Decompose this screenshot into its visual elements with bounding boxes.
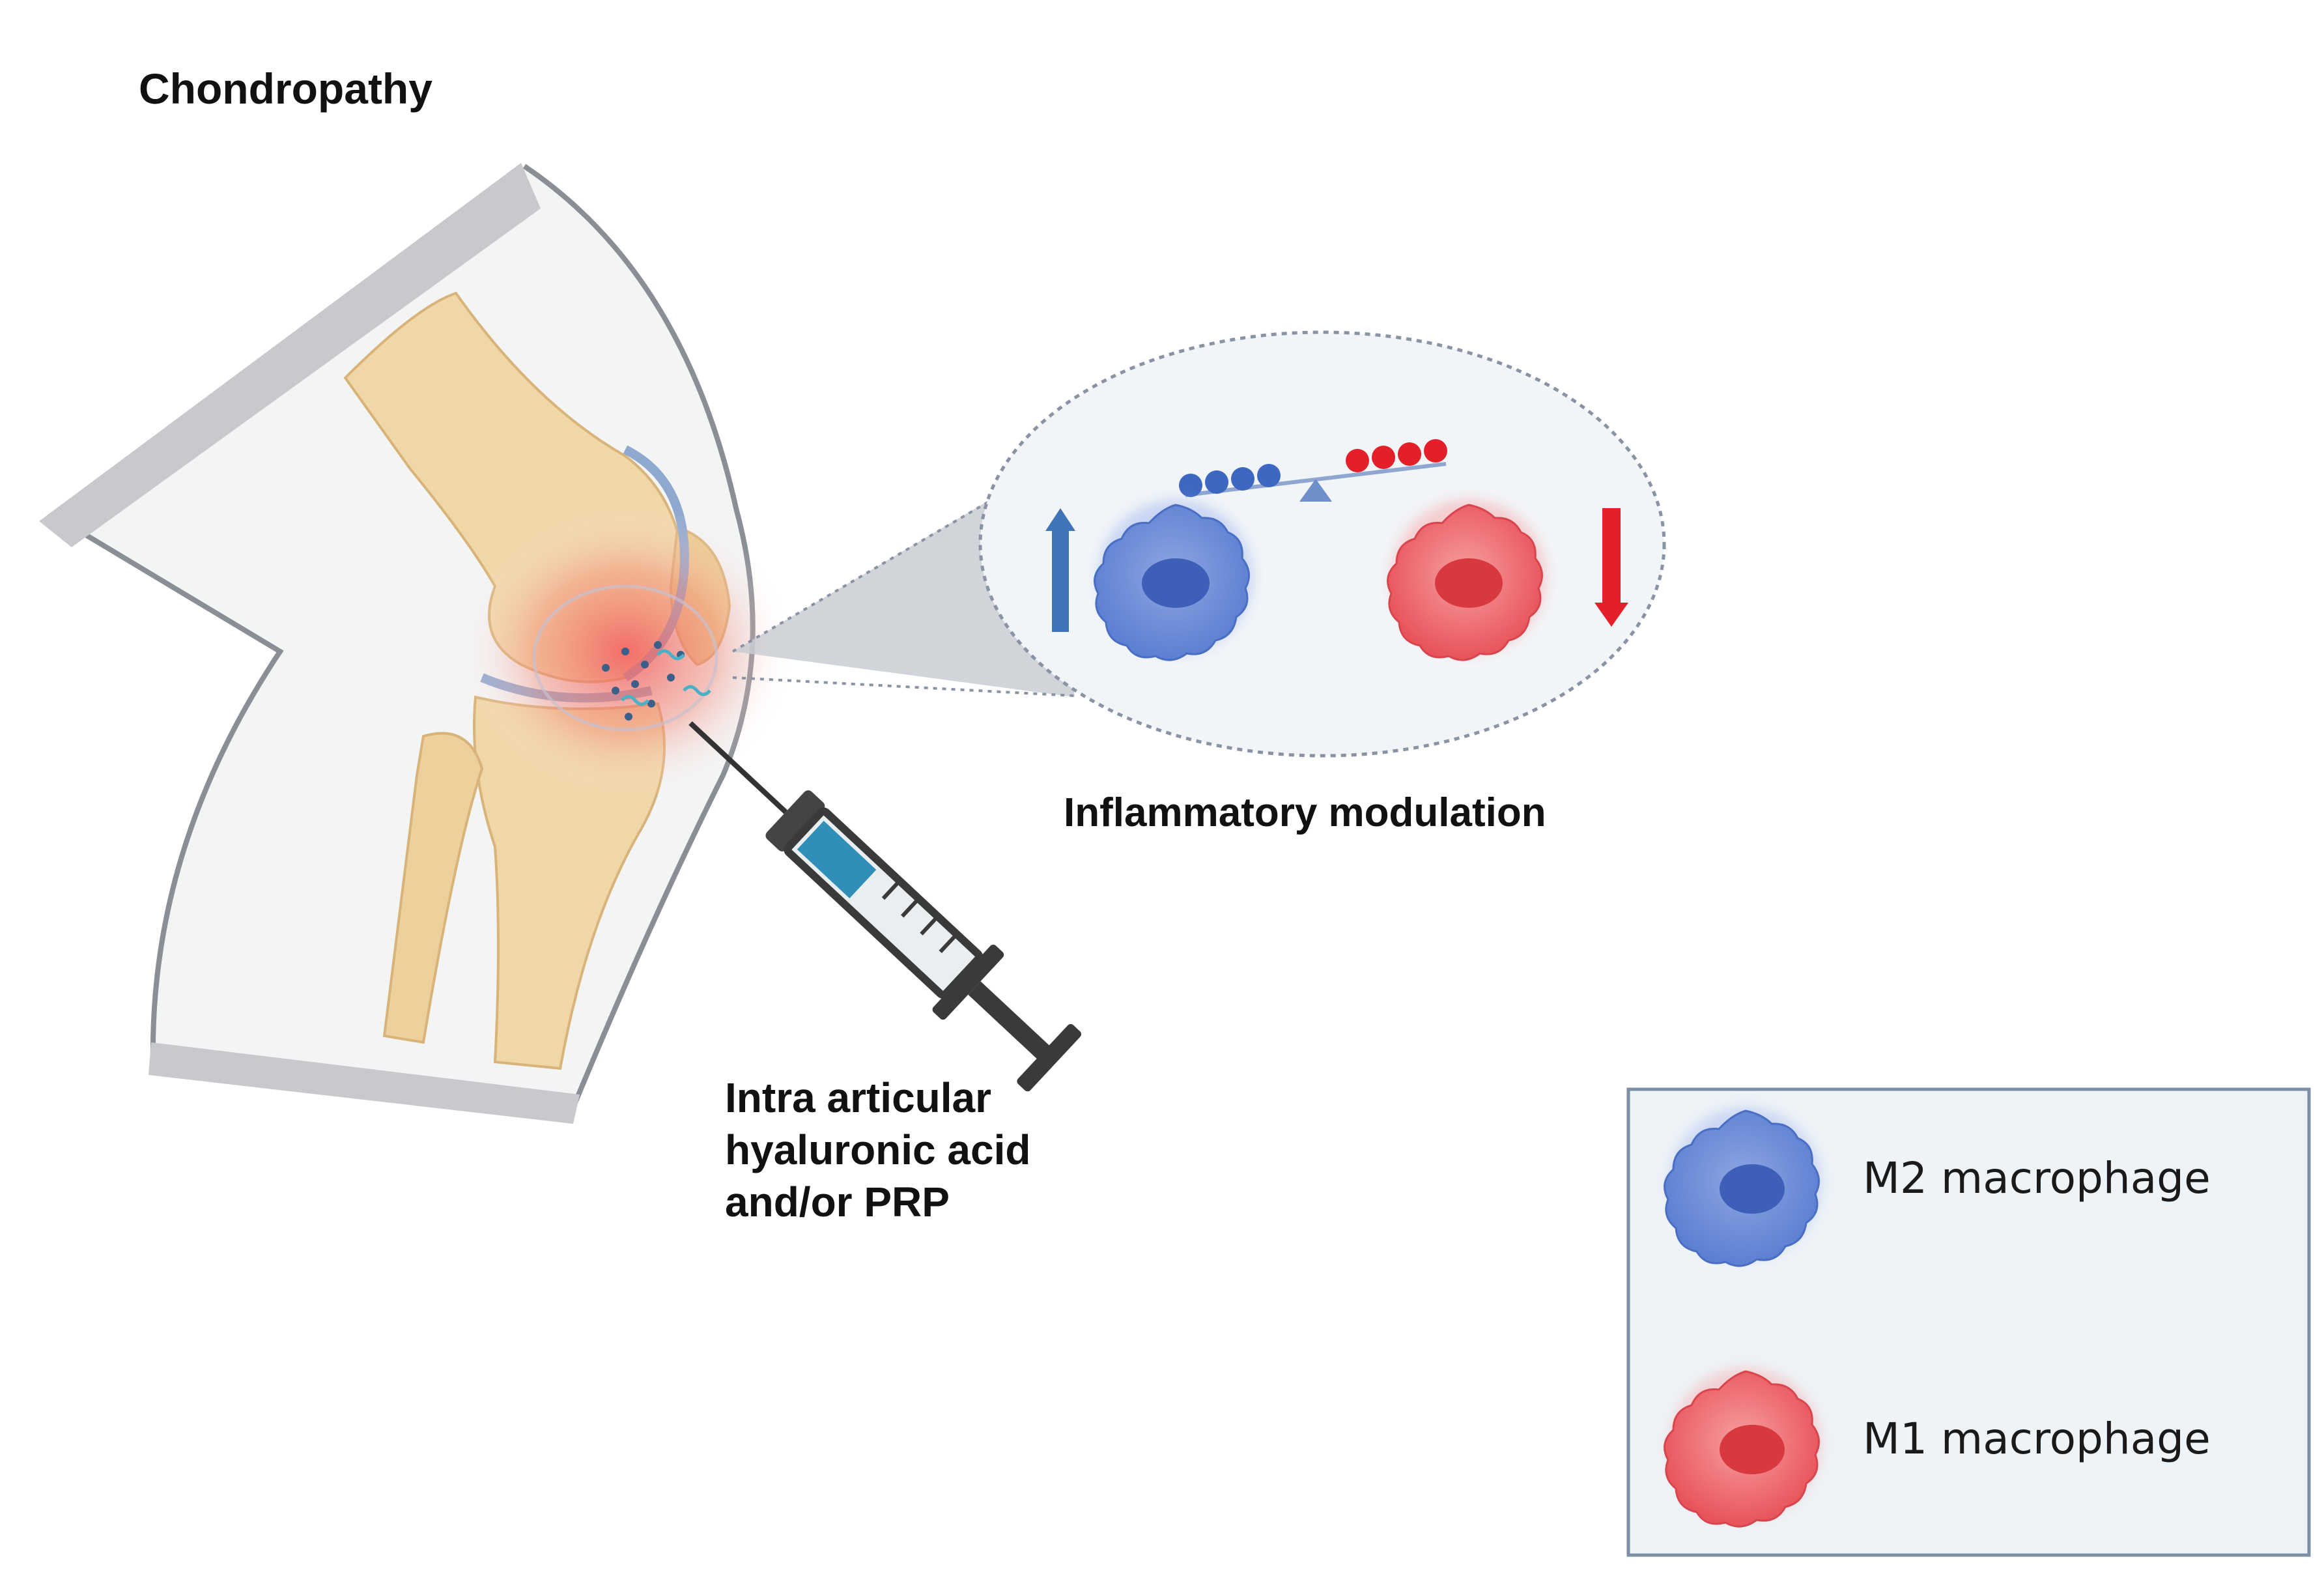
legend (1626, 1087, 2311, 1557)
m1-macrophage-cell (1387, 500, 1546, 661)
syringe-fluid (797, 820, 877, 898)
leg-outline-back (50, 512, 284, 1063)
injection-label-line-3: and/or PRP (725, 1179, 950, 1225)
fibula-bone (382, 732, 484, 1044)
knee-illustration (39, 163, 795, 1124)
injected-particles (602, 641, 711, 721)
injection-label: Intra articular hyaluronic acid and/or P… (725, 1072, 1030, 1228)
increase-arrow-icon (1045, 508, 1075, 632)
legend-m2-swatch (1664, 1108, 1821, 1267)
syringe-icon (688, 721, 1082, 1092)
syringe-plunger (968, 981, 1053, 1062)
injection-label-line-2: hyaluronic acid (725, 1126, 1031, 1173)
inflammatory-modulation-label: Inflammatory modulation (1064, 790, 1546, 835)
zoom-bubble (978, 330, 1666, 758)
balance-scale (1179, 439, 1447, 502)
leg-cut-top (39, 163, 541, 547)
legend-m1-label: M1 macrophage (1863, 1414, 2211, 1464)
legend-m2-label: M2 macrophage (1863, 1153, 2211, 1203)
syringe-plunger-end (1017, 1023, 1082, 1092)
m2-macrophage-cell (1094, 500, 1253, 661)
injection-label-line-1: Intra articular (725, 1074, 992, 1121)
syringe-flange (932, 945, 1004, 1020)
decrease-arrow-icon (1594, 508, 1628, 627)
syringe-needle (688, 721, 787, 814)
m1-cytokine-dots (1346, 439, 1447, 472)
leg-cut-bottom (149, 1042, 580, 1124)
syringe-hub (765, 790, 825, 851)
m2-cytokine-dots (1179, 464, 1281, 497)
joint-capsule (532, 584, 718, 732)
diagram-title: Chondropathy (139, 64, 432, 113)
legend-m1-swatch (1664, 1368, 1821, 1528)
